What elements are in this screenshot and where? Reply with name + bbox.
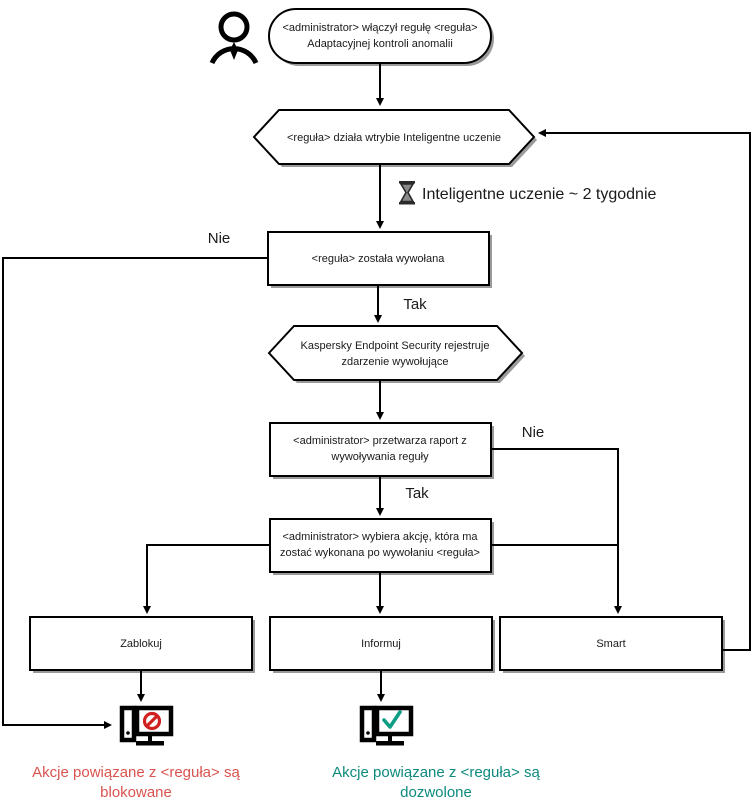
edge-admin-report-no: Nie [491, 424, 622, 614]
edge-label-yes-rule-triggered: Tak [403, 296, 427, 313]
edge-admin-action-to-block [143, 544, 270, 614]
result-blocked-line1: Akcje powiązane z <reguła> są [32, 764, 240, 781]
node-start: <administrator> włączył regułę <reguła> … [268, 8, 494, 66]
node-start-line2: Adaptacyjnej kontroli anomalii [307, 38, 453, 50]
edge-rule-triggered-yes: Tak [374, 285, 427, 323]
monitor-allowed-icon [359, 705, 414, 746]
node-rule-triggered: <reguła> została wywołana [267, 231, 492, 288]
node-action-block-label: Zablokuj [120, 638, 162, 650]
node-admin-action-line2: zostać wykonana po wywołaniu <reguła> [280, 547, 480, 559]
result-allowed-text: Akcje powiązane z <reguła> są dozwolone [332, 764, 540, 801]
edge-label-no-rule-triggered: Nie [208, 230, 231, 247]
node-action-smart-label: Smart [596, 638, 625, 650]
hourglass-icon [399, 181, 415, 205]
edge-admin-report-yes: Tak [376, 476, 429, 516]
node-smart-learning: <reguła> działa wtrybie Inteligentne ucz… [252, 109, 537, 167]
node-admin-report: <administrator> przetwarza raport z wywo… [269, 422, 494, 479]
edge-label-yes-admin-report: Tak [405, 485, 429, 502]
node-admin-report-line1: <administrator> przetwarza raport z [293, 435, 467, 447]
note-learning-duration: Inteligentne uczenie ~ 2 tygodnie [399, 181, 657, 205]
node-rule-triggered-label: <reguła> została wywołana [312, 253, 446, 265]
node-admin-action: <administrator> wybiera akcję, która ma … [269, 518, 494, 575]
monitor-blocked-icon [119, 705, 174, 746]
node-action-smart: Smart [499, 616, 725, 673]
node-action-inform-label: Informuj [361, 638, 401, 650]
node-smart-learning-label: <reguła> działa wtrybie Inteligentne ucz… [287, 132, 501, 144]
result-blocked-text: Akcje powiązane z <reguła> są blokowane [32, 764, 240, 801]
node-admin-report-line2: wywoływania reguły [330, 451, 429, 463]
node-action-block: Zablokuj [29, 616, 255, 673]
node-kes-logs-line1: Kaspersky Endpoint Security rejestruje [301, 340, 490, 352]
node-kes-logs: Kaspersky Endpoint Security rejestruje z… [267, 325, 525, 383]
node-kes-logs-line2: zdarzenie wywołujące [342, 356, 449, 368]
person-icon [209, 11, 259, 65]
result-allowed-line1: Akcje powiązane z <reguła> są [332, 764, 540, 781]
edge-smart-loop-back [538, 129, 751, 651]
edge-rule-triggered-no: Nie [2, 230, 268, 729]
result-allowed-line2: dozwolone [400, 784, 472, 801]
node-start-line1: <administrator> włączył regułę <reguła> [282, 22, 477, 34]
node-action-inform: Informuj [269, 616, 495, 673]
result-blocked-line2: blokowane [100, 784, 172, 801]
note-learning-duration-text: Inteligentne uczenie ~ 2 tygodnie [422, 186, 657, 203]
edge-label-no-admin-report: Nie [522, 424, 545, 441]
node-admin-action-line1: <administrator> wybiera akcję, która ma [282, 531, 478, 543]
